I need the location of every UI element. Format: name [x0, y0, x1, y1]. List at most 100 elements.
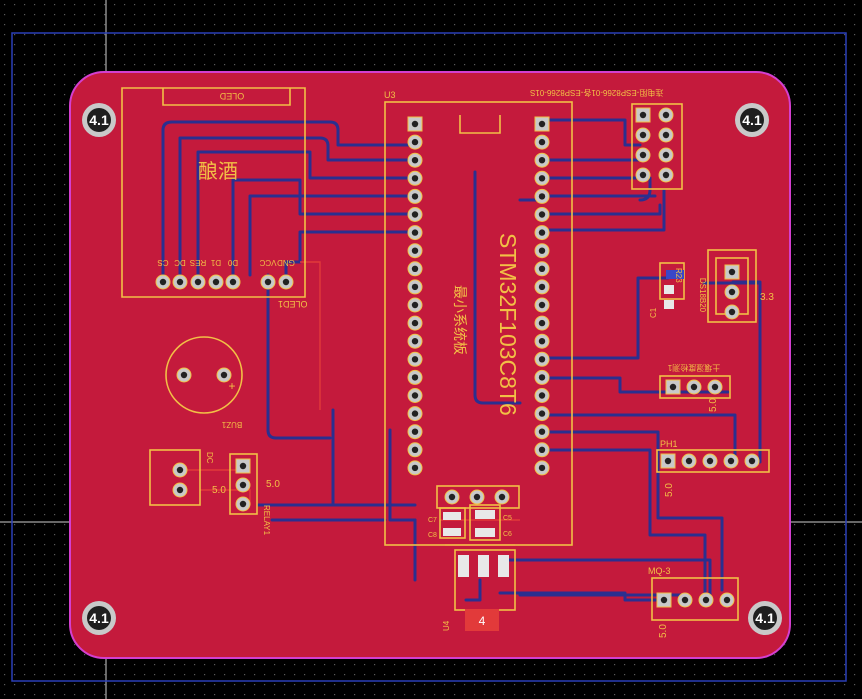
- buzzer-pin[interactable]: [216, 367, 232, 383]
- ph-pin[interactable]: [744, 453, 760, 469]
- mq-pin[interactable]: [656, 592, 672, 608]
- humidity-pin[interactable]: [707, 379, 723, 395]
- mcu-left-pin[interactable]: [407, 424, 423, 440]
- esp-pin[interactable]: [635, 167, 651, 183]
- oled-pin[interactable]: [190, 274, 206, 290]
- mount-hole-label: 4.1: [89, 610, 109, 626]
- mcu-right-pin[interactable]: [534, 351, 550, 367]
- buzzer-pin[interactable]: [176, 367, 192, 383]
- smd-parts[interactable]: [443, 270, 684, 631]
- mcu-left-pin[interactable]: [407, 152, 423, 168]
- ph-pin[interactable]: [681, 453, 697, 469]
- mq-pin[interactable]: [719, 592, 735, 608]
- ds18b20-pin[interactable]: [724, 264, 740, 280]
- oled-pin[interactable]: [278, 274, 294, 290]
- ph-pin[interactable]: [660, 453, 676, 469]
- reg-header-pin[interactable]: [444, 489, 460, 505]
- mcu-left-pin[interactable]: [407, 315, 423, 331]
- relay-pin[interactable]: [235, 496, 251, 512]
- mcu-left-pin[interactable]: [407, 225, 423, 241]
- mcu-right-pin[interactable]: [534, 225, 550, 241]
- esp-pin[interactable]: [658, 147, 674, 163]
- ds18b20-voltage: 3.3: [760, 292, 774, 303]
- mcu-left-pin[interactable]: [407, 188, 423, 204]
- mount-hole-br[interactable]: [748, 601, 782, 635]
- reg-header-pin[interactable]: [494, 489, 510, 505]
- mcu-right-pin[interactable]: [534, 333, 550, 349]
- relay-pin[interactable]: [235, 477, 251, 493]
- esp-pin[interactable]: [635, 147, 651, 163]
- c5-pad: [475, 528, 495, 537]
- c7-pad: [443, 512, 461, 520]
- mq-designator: MQ-3: [648, 566, 671, 576]
- ph-pin[interactable]: [723, 453, 739, 469]
- mcu-left-pin[interactable]: [407, 116, 423, 132]
- mcu-right-pin[interactable]: [534, 134, 550, 150]
- esp-pin[interactable]: [658, 167, 674, 183]
- mount-hole-tl[interactable]: [82, 103, 116, 137]
- mcu-right-pin[interactable]: [534, 406, 550, 422]
- mcu-right-pin[interactable]: [534, 315, 550, 331]
- mount-hole-tr[interactable]: [735, 103, 769, 137]
- mcu-right-pin[interactable]: [534, 442, 550, 458]
- mcu-left-pin[interactable]: [407, 134, 423, 150]
- mcu-left-pin[interactable]: [407, 261, 423, 277]
- oled-pin[interactable]: [155, 274, 171, 290]
- mcu-left-pin[interactable]: [407, 297, 423, 313]
- mcu-left-pin[interactable]: [407, 388, 423, 403]
- mcu-right-pin[interactable]: [534, 170, 550, 186]
- mcu-left-pin[interactable]: [407, 369, 423, 385]
- reg-pin: [478, 555, 489, 577]
- esp-pin[interactable]: [658, 107, 674, 123]
- mcu-left-pin[interactable]: [407, 207, 423, 222]
- mcu-right-pin[interactable]: [534, 279, 550, 295]
- mcu-left-pin[interactable]: [407, 170, 423, 186]
- mcu-left-pin[interactable]: [407, 460, 423, 476]
- mcu-left-pin[interactable]: [407, 406, 423, 422]
- mcu-left-pin[interactable]: [407, 333, 423, 349]
- esp-pin[interactable]: [635, 107, 651, 123]
- mcu-left-pin[interactable]: [407, 243, 423, 259]
- oled-outline: [121, 87, 306, 298]
- pads[interactable]: [155, 107, 760, 608]
- mcu-left-pin[interactable]: [407, 279, 423, 295]
- oled-pin[interactable]: [260, 274, 276, 290]
- mcu-right-pin[interactable]: [534, 369, 550, 385]
- mounting-holes[interactable]: [82, 103, 782, 635]
- r23-outline: [659, 262, 685, 300]
- mcu-right-pin[interactable]: [534, 424, 550, 440]
- bottom-traces: [161, 118, 762, 603]
- mcu-right-pin[interactable]: [534, 460, 550, 476]
- esp-pin[interactable]: [635, 127, 651, 143]
- mcu-left-pin[interactable]: [407, 442, 423, 458]
- humidity-pin[interactable]: [665, 379, 681, 395]
- humidity-label: 土壤湿度检测1: [667, 363, 720, 373]
- reg-header-pin[interactable]: [469, 489, 485, 505]
- dc-pin[interactable]: [172, 462, 188, 478]
- relay-designator: RELAY1: [262, 505, 271, 536]
- mcu-right-pin[interactable]: [534, 152, 550, 168]
- mount-hole-bl[interactable]: [82, 601, 116, 635]
- mcu-right-pin[interactable]: [534, 388, 550, 403]
- esp-outline: [631, 103, 683, 190]
- mq-pin[interactable]: [677, 592, 693, 608]
- ds18b20-pin[interactable]: [724, 284, 740, 300]
- mcu-right-pin[interactable]: [534, 116, 550, 132]
- mcu-left-pin[interactable]: [407, 351, 423, 367]
- ds18b20-pin[interactable]: [724, 304, 740, 320]
- oled-pin[interactable]: [172, 274, 188, 290]
- ph-pin[interactable]: [702, 453, 718, 469]
- mcu-right-pin[interactable]: [534, 188, 550, 204]
- dc-pin[interactable]: [172, 482, 188, 498]
- oled-pin[interactable]: [208, 274, 224, 290]
- mcu-right-pin[interactable]: [534, 243, 550, 259]
- mcu-right-pin[interactable]: [534, 297, 550, 313]
- humidity-pin[interactable]: [686, 379, 702, 395]
- mq-pin[interactable]: [698, 592, 714, 608]
- oled-pin[interactable]: [225, 274, 241, 290]
- relay-pin[interactable]: [235, 458, 251, 474]
- mcu-right-pin[interactable]: [534, 261, 550, 277]
- esp-pin[interactable]: [658, 127, 674, 143]
- mcu-right-pin[interactable]: [534, 207, 550, 222]
